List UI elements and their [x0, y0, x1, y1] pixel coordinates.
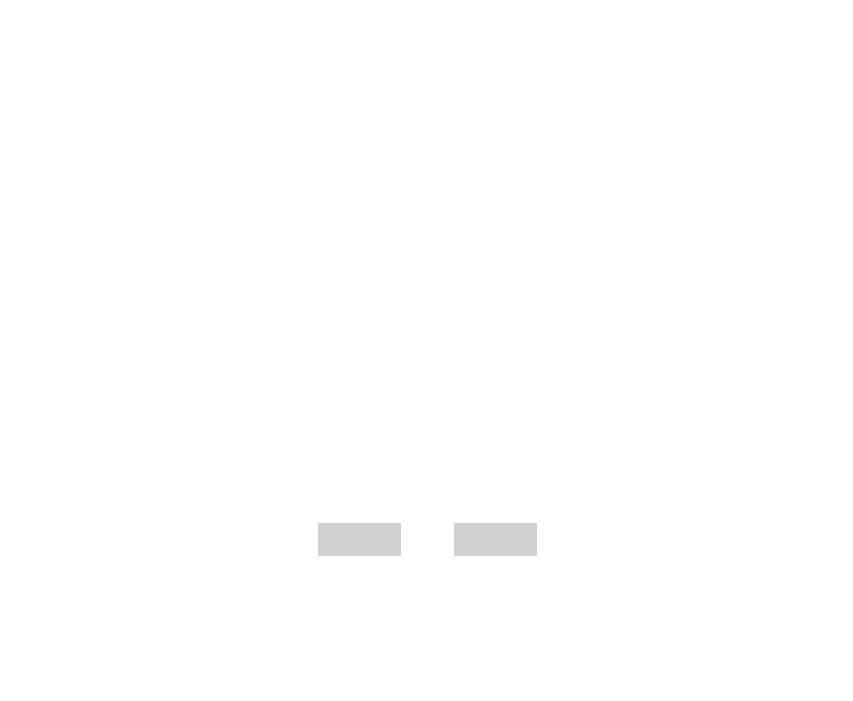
right-button[interactable]	[454, 523, 537, 556]
button-row	[318, 523, 537, 556]
left-button[interactable]	[318, 523, 401, 556]
